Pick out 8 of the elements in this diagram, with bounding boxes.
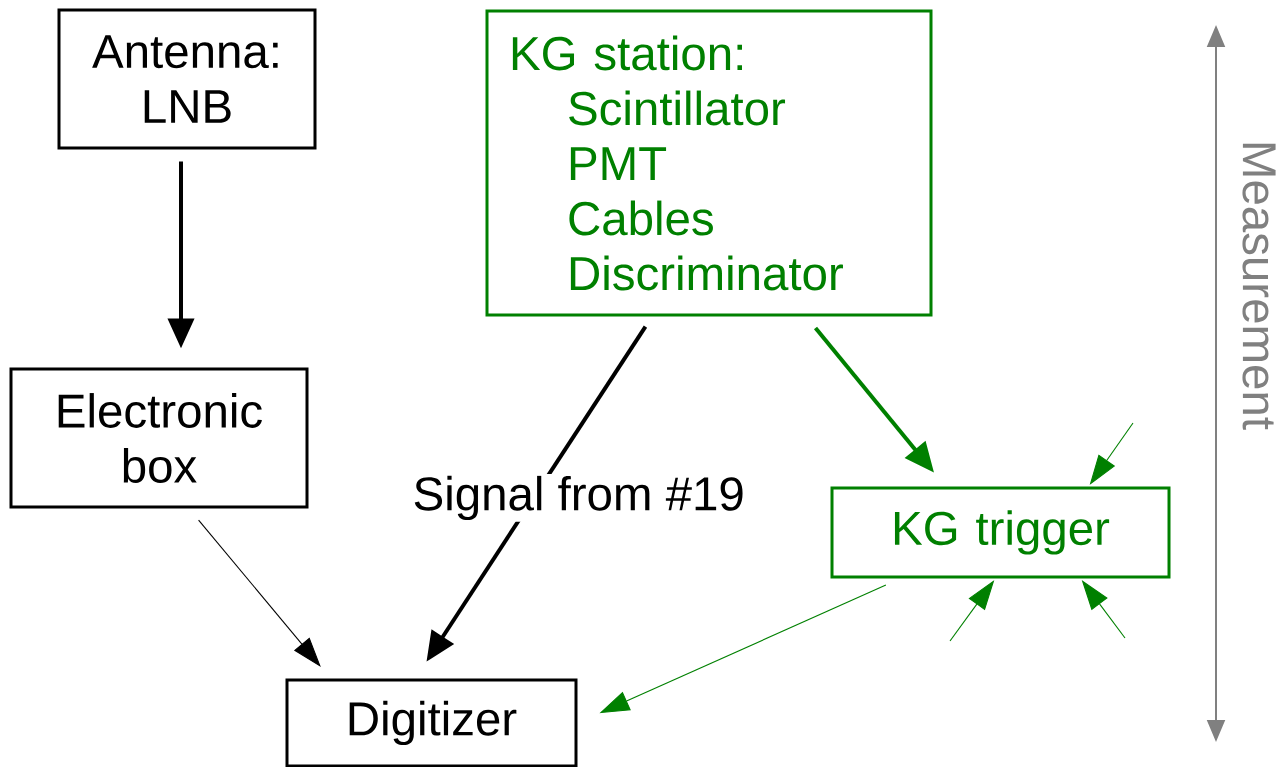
arrow <box>198 519 321 667</box>
process-box: KG station: Scintillator PMT Cables Discriminator <box>485 9 933 317</box>
process-box: KG trigger <box>830 486 1171 579</box>
process-box: Electronic box <box>9 367 309 509</box>
side-label: Measurement <box>1242 143 1276 430</box>
process-box: Digitizer <box>285 678 578 767</box>
edge-label: Signal from #19 <box>410 474 747 522</box>
process-box: Antenna: LNB <box>57 8 317 150</box>
